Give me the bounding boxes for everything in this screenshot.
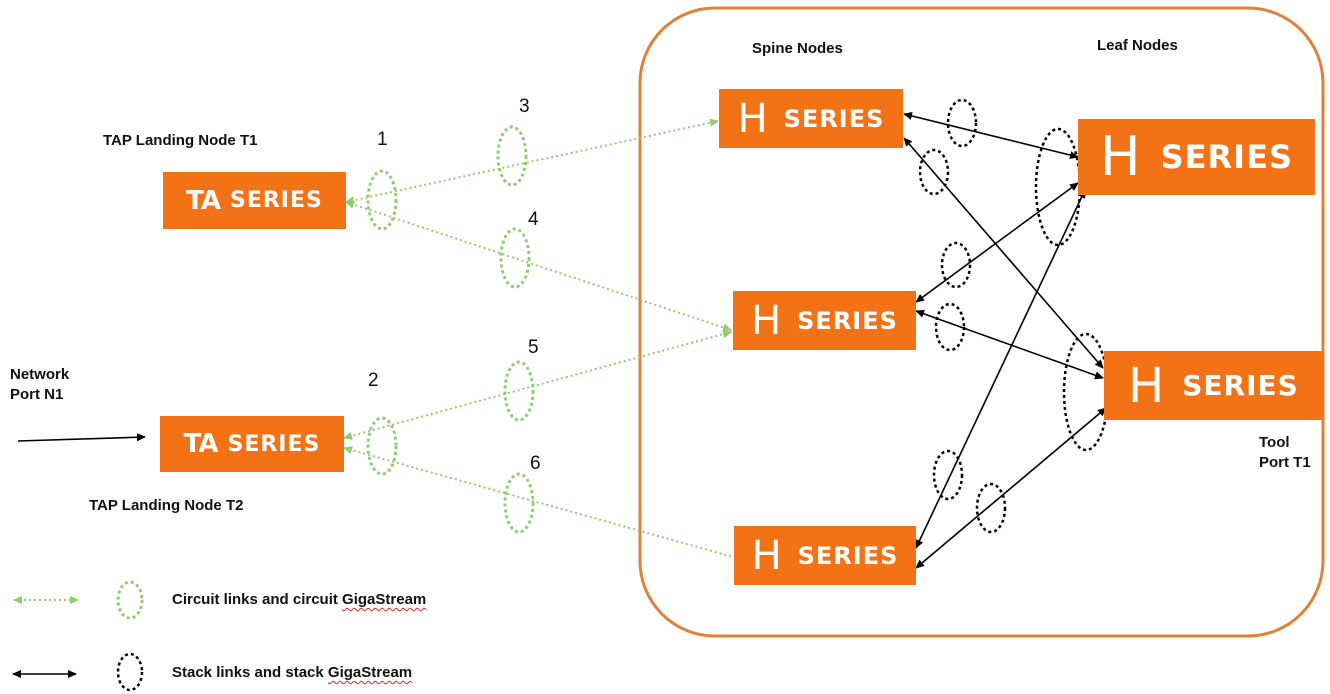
h-series-spine-2: H SERIES [733,291,916,350]
circuit-number-1: 1 [377,129,388,150]
h-logo-icon: H [751,532,782,579]
h-series-spine-3: H SERIES [734,526,916,585]
network-port-label: Network Port N1 [10,365,69,405]
stack-link-spine1-leaf1 [903,112,1079,159]
leaf-nodes-label: Leaf Nodes [1097,37,1178,54]
network-port-line-2: Port N1 [10,386,64,403]
legend-stack-text: Stack links and stack GigaStream [172,664,412,681]
series-label: SERIES [783,104,885,133]
ta-logo-icon: TA [183,429,219,459]
circuit-link-t1-spine1 [345,118,719,205]
tool-port-line-1: Tool [1259,434,1290,451]
legend-circuit-text: Circuit links and circuit GigaStream [172,591,426,608]
circuit-gigastream-4 [499,227,531,289]
stack-gigastream [975,482,1007,534]
circuit-number-3: 3 [519,96,530,117]
legend-stack-gigastream [116,652,144,692]
h-logo-icon: H [1128,357,1165,414]
circuit-gigastream-2 [366,416,398,476]
circuit-gigastream-6 [503,472,535,534]
series-label: SERIES [797,541,899,570]
stack-links [903,112,1107,569]
circuit-number-4: 4 [528,209,539,230]
legend-circuit-gigastream [116,580,144,620]
tap-landing-node-t2-label: TAP Landing Node T2 [89,497,244,514]
ta-series-node-t1: TA SERIES [163,172,346,229]
legend-circuit-text-a: Circuit links and circuit [172,591,343,608]
stack-gigastream [932,449,964,501]
legend-circuit-text-b: GigaStream [342,591,427,608]
series-label: SERIES [227,431,321,457]
circuit-gigastream-5 [503,360,535,422]
ta-logo-icon: TA [186,185,221,216]
stack-link-spine3-leaf1 [915,189,1086,549]
spine-nodes-label: Spine Nodes [752,40,843,57]
series-label: SERIES [1182,369,1299,402]
legend-stack-text-a: Stack links and stack [172,664,328,681]
stack-gigastream [918,148,950,196]
stack-link-spine1-leaf2 [903,137,1104,369]
h-logo-icon: H [737,95,768,142]
tap-landing-node-t1-label: TAP Landing Node T1 [103,132,258,149]
stack-gigastream [934,302,966,352]
h-series-leaf-2: H SERIES [1104,351,1323,420]
circuit-number-6: 6 [530,453,541,474]
circuit-gigastream-3 [496,125,528,187]
stack-gigastream [940,241,972,289]
circuit-link-t2-spine2 [343,330,732,440]
h-logo-icon: H [751,297,782,344]
legend-stack-text-b: GigaStream [327,664,413,681]
circuit-gigastream-1 [366,169,398,231]
circuit-number-2: 2 [368,370,379,391]
circuit-link-t2-spine3 [343,446,734,558]
network-port-arrow [17,433,146,442]
circuit-number-5: 5 [528,337,539,358]
h-logo-icon: H [1100,125,1141,188]
tool-port-line-2: Port T1 [1259,454,1311,471]
stack-gigastream-leaf2 [1062,332,1110,452]
h-series-leaf-1: H SERIES [1078,119,1315,195]
network-port-line-1: Network [10,366,70,383]
series-label: SERIES [1160,138,1293,176]
stack-link-spine2-leaf1 [915,182,1079,303]
stack-link-spine2-leaf2 [915,309,1104,380]
h-series-spine-1: H SERIES [719,89,903,148]
ta-series-node-t2: TA SERIES [160,416,344,472]
stack-link-spine3-leaf2 [915,407,1107,569]
series-label: SERIES [797,306,898,335]
circuit-links [343,118,734,558]
series-label: SERIES [229,188,323,213]
tool-port-label: Tool Port T1 [1259,433,1311,473]
stack-gigastream [946,98,978,148]
